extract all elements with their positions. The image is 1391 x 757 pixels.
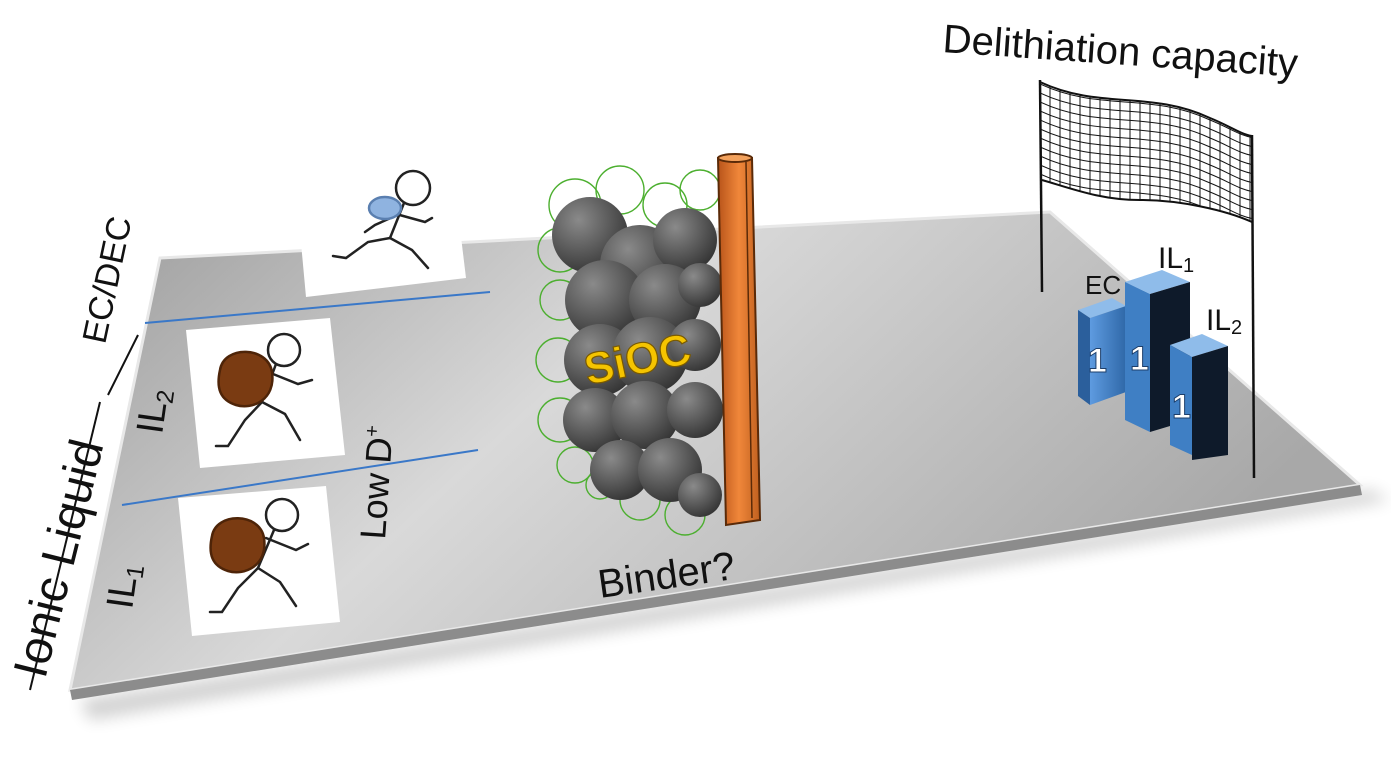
- runner-heavy-card-il1: [178, 486, 340, 636]
- il2-lane-label: IL2: [129, 386, 180, 437]
- track-edge: [70, 485, 1362, 700]
- low-d-label: Low D+: [352, 424, 401, 540]
- podium-icon: 1 1 1: [1078, 270, 1228, 460]
- svg-text:IL1: IL1: [99, 561, 150, 612]
- delithiation-capacity-title: Delithiation capacity: [941, 17, 1299, 86]
- axis-line-il: [29, 401, 101, 691]
- podium-label-il1: IL1: [1158, 242, 1194, 277]
- ec-dec-label: EC/DEC: [76, 213, 140, 347]
- lane-line-top: [144, 291, 491, 324]
- svg-text:IL2: IL2: [129, 386, 180, 437]
- podium-digit-ec: 1: [1088, 342, 1107, 380]
- finish-post-left: [1038, 79, 1044, 293]
- runner-heavy-icon: [208, 497, 310, 614]
- lane-line-bottom: [121, 449, 479, 506]
- podium-digit-il1: 1: [1130, 340, 1149, 378]
- runner-heavy-card-il2: [186, 318, 345, 468]
- finish-post-right: [1250, 134, 1256, 479]
- podium-digit-il2: 1: [1172, 388, 1191, 426]
- binder-wall: [716, 153, 762, 527]
- runner-heavy-icon: [214, 332, 314, 448]
- runner-light-card: [300, 169, 466, 297]
- sioc-cloud-icon: [552, 197, 723, 517]
- axis-line-ec: [107, 334, 139, 396]
- podium-label-il2: IL2: [1206, 304, 1242, 339]
- finish-net-icon: [1039, 81, 1253, 223]
- track-shadow: [80, 490, 1390, 720]
- svg-text:Low D+: Low D+: [352, 424, 401, 540]
- il1-lane-label: IL1: [99, 561, 150, 612]
- podium-label-ec: EC: [1085, 270, 1121, 300]
- runner-light-icon: [331, 169, 434, 270]
